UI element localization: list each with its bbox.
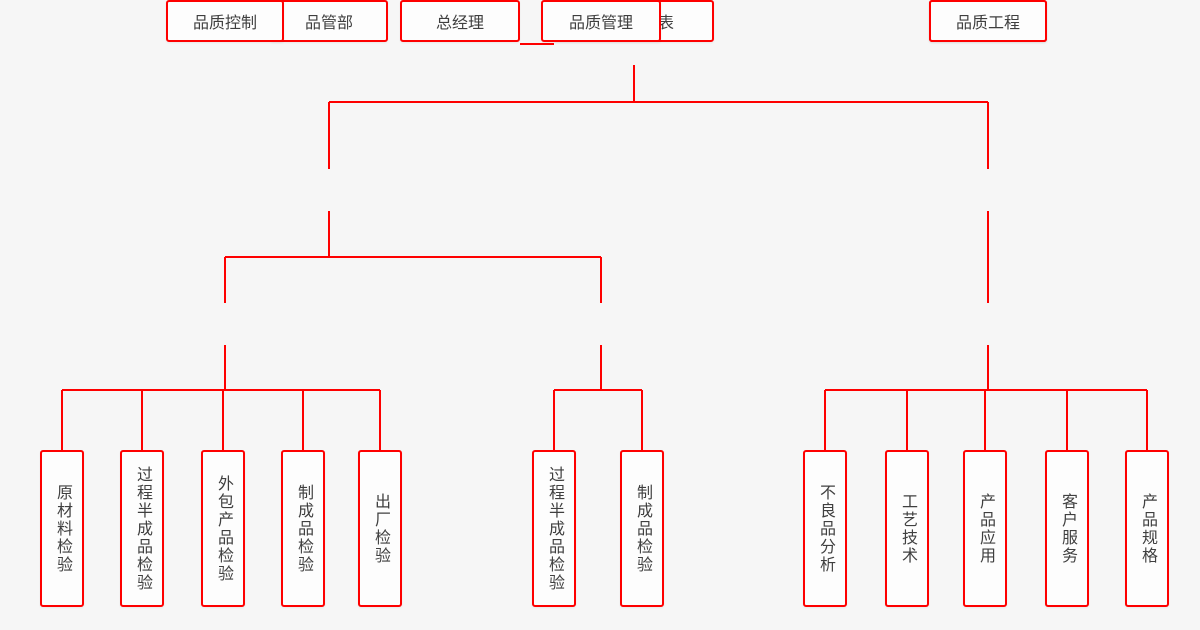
node-raw-material-inspection: 原材料检验 <box>40 450 84 607</box>
node-qm-process-semi-finished-inspection: 过程半成品检验 <box>532 450 576 607</box>
node-product-application: 产品应用 <box>963 450 1007 607</box>
node-process-semi-finished-inspection: 过程半成品检验 <box>120 450 164 607</box>
node-qm-finished-product-inspection: 制成品检验 <box>620 450 664 607</box>
node-process-technology: 工艺技术 <box>885 450 929 607</box>
node-outgoing-inspection: 出厂检验 <box>358 450 402 607</box>
node-quality-assurance-dept: 品管部 <box>270 0 388 42</box>
node-quality-engineering: 品质工程 <box>929 0 1047 42</box>
node-customer-service: 客户服务 <box>1045 450 1089 607</box>
node-general-manager: 总经理 <box>400 0 520 42</box>
node-finished-product-inspection: 制成品检验 <box>281 450 325 607</box>
node-quality-control: 品质控制 <box>166 0 284 42</box>
node-defective-product-analysis: 不良品分析 <box>803 450 847 607</box>
node-quality-management: 品质管理 <box>541 0 661 42</box>
node-outsourced-product-inspection: 外包产品检验 <box>201 450 245 607</box>
node-product-specification: 产品规格 <box>1125 450 1169 607</box>
